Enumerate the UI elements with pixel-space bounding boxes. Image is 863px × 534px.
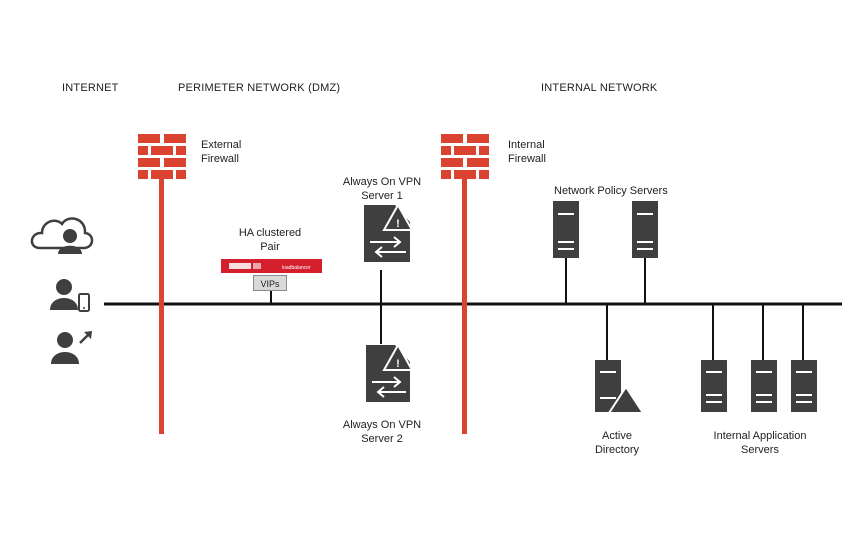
active-directory-label-line2: Directory — [594, 444, 639, 456]
app-server-1-icon — [701, 360, 727, 412]
zone-internet: INTERNET — [62, 82, 119, 94]
vpn-server-1-label: Always On VPN Server 1 — [332, 175, 432, 203]
internal-firewall-line — [462, 178, 467, 434]
active-directory-label-line1: Active — [602, 430, 632, 442]
app-servers-label: Internal Application Servers — [700, 429, 820, 457]
vpn-server-2-label-line1: Always On VPN — [342, 419, 422, 431]
zone-dmz: PERIMETER NETWORK (DMZ) — [178, 82, 341, 94]
external-firewall-label-line1: External — [201, 139, 242, 151]
internal-firewall-label-line2: Firewall — [508, 153, 546, 165]
zone-internal: INTERNAL NETWORK — [541, 82, 658, 94]
vpn-server-1-label-line1: Always On VPN — [342, 176, 422, 188]
app-server-2-icon — [751, 360, 777, 412]
internal-firewall-label-line1: Internal — [508, 139, 545, 151]
cloud-user-icon — [30, 217, 94, 254]
load-balancer-appliance: loadbalancer — [221, 259, 322, 273]
vpn-server-2-label-line2: Server 2 — [361, 433, 403, 445]
vpn-server-1-label-line2: Server 1 — [361, 190, 403, 202]
external-firewall-line — [159, 178, 164, 434]
active-directory-icon — [595, 360, 645, 414]
external-firewall-label: External Firewall — [201, 138, 241, 166]
remote-user-icon — [51, 331, 92, 364]
ha-label: HA clustered Pair — [220, 226, 320, 254]
vips-box: VIPs — [253, 275, 287, 291]
nps-server-2-icon — [632, 201, 658, 258]
vpn-server-2-label: Always On VPN Server 2 — [332, 418, 432, 446]
internal-firewall-icon — [441, 134, 489, 179]
active-directory-label: Active Directory — [582, 429, 652, 457]
vpn-server-2-icon: ! — [366, 342, 414, 402]
mobile-user-icon — [50, 279, 90, 312]
ha-label-line2: Pair — [260, 241, 280, 253]
external-firewall-label-line2: Firewall — [201, 153, 239, 165]
nps-label: Network Policy Servers — [554, 185, 668, 197]
internal-firewall-label: Internal Firewall — [508, 138, 546, 166]
svg-text:!: ! — [396, 358, 400, 370]
svg-text:!: ! — [396, 218, 400, 230]
ha-label-line1: HA clustered — [238, 227, 302, 239]
vpn-server-1-icon: ! — [364, 202, 414, 262]
external-firewall-icon — [138, 134, 186, 179]
app-servers-label-line2: Servers — [741, 444, 779, 456]
appliance-brand: loadbalancer — [282, 265, 311, 271]
nps-server-1-icon — [553, 201, 579, 258]
app-server-3-icon — [791, 360, 817, 412]
app-servers-label-line1: Internal Application — [713, 430, 807, 442]
